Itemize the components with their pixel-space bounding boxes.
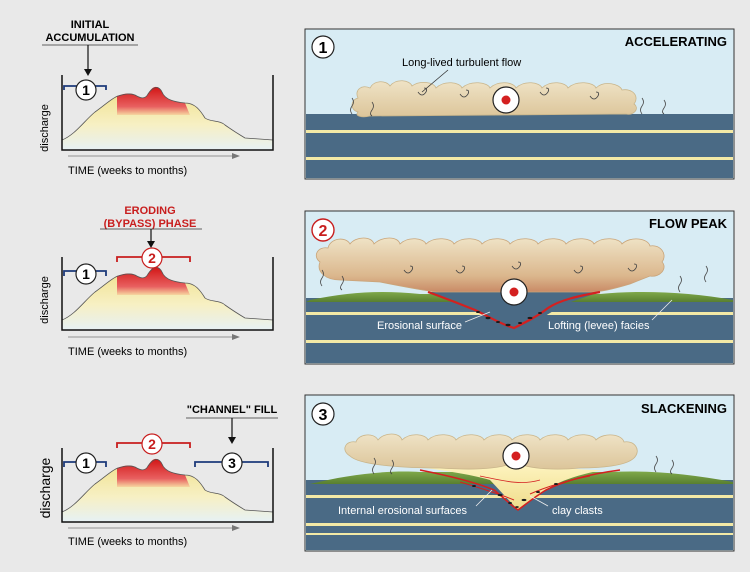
panel-1-accelerating: Long-lived turbulent flow 1 ACCELERATING: [304, 28, 735, 180]
panel3-internal-erosional-surface: [479, 475, 541, 483]
panel3-settling-arrow: [654, 455, 658, 473]
hydro2-phase1-marker: [75, 263, 97, 285]
hydro3-axes: [61, 448, 274, 523]
hydro1-header-line2: ACCUMULATION: [45, 32, 134, 44]
hydro3-discharge-area: [62, 459, 273, 522]
hydro3-phase2-label: 2: [148, 436, 156, 452]
panel2-eddy: [627, 263, 638, 272]
panel2-erosional-leader: [464, 311, 491, 323]
panel2-settling-arrow: [704, 265, 708, 283]
hydro2-peak: [117, 266, 190, 295]
hydro3-ylabel: discharge: [37, 457, 53, 518]
hydro3-phase1-label: 1: [82, 455, 90, 471]
panel1-eddy: [539, 87, 550, 96]
panel3-clay-clasts: [472, 483, 558, 508]
panel-3-slackening: Internal erosional surfaces clay clasts …: [304, 394, 735, 552]
panel2-eddy: [455, 265, 466, 274]
panel1-sand-layer-1: [306, 130, 733, 133]
panel2-title: FLOW PEAK: [649, 216, 728, 231]
hydro3-peak: [117, 458, 190, 487]
panel3-annotation-internal-surfaces: Internal erosional surfaces: [338, 505, 468, 517]
panel1-settling-arrow: [370, 101, 374, 117]
hydrograph-2: ERODING (BYPASS) PHASE 1 2 discharge TIM…: [39, 205, 274, 358]
panel2-clay-clasts: [476, 311, 542, 327]
hydro1-axes: [61, 75, 274, 151]
panel2-erosional-surface-line: [427, 290, 601, 330]
hydro2-header-line2: (BYPASS) PHASE: [104, 218, 197, 230]
panel3-settling-arrow: [390, 459, 394, 475]
hydro3-phase2-marker: [141, 433, 163, 455]
panel3-clast-leader: [529, 495, 549, 507]
panel-2-flow-peak: Erosional surface Lofting (levee) facies…: [304, 210, 735, 365]
hydro3-xlabel: TIME (weeks to months): [68, 536, 187, 548]
hydro3-phase3-marker: [221, 452, 243, 474]
panel3-waning-cloud: [344, 433, 638, 470]
hydro1-phase1-marker: [75, 79, 97, 101]
panel2-number: 2: [319, 223, 328, 240]
panel3-internal-erosional-surface: [459, 481, 515, 501]
panel1-sand-layer-2: [306, 157, 733, 160]
panel3-title: SLACKENING: [641, 401, 727, 416]
panel1-number-marker: [311, 35, 335, 59]
hydro1-peak: [117, 86, 190, 115]
panel2-settling-arrow: [320, 269, 324, 287]
hydro1-xlabel: TIME (weeks to months): [68, 165, 187, 177]
hydro1-phase1-label: 1: [82, 82, 90, 98]
hydro1-ylabel: discharge: [39, 104, 51, 152]
panel1-annotation-leader: [421, 69, 449, 93]
panel2-erosional-channel: [430, 292, 600, 328]
hydro2-header-line1: ERODING: [124, 205, 175, 217]
panel2-sand-layer-2: [306, 340, 733, 343]
hydro2-xlabel: TIME (weeks to months): [68, 346, 187, 358]
panel2-eddy: [511, 261, 522, 270]
hydro3-phase1-marker: [75, 452, 97, 474]
panel1-eddy: [589, 91, 600, 100]
panel3-number: 3: [319, 407, 328, 424]
panel1-settling-arrow: [640, 97, 644, 115]
hydro1-header-line1: INITIAL: [71, 19, 110, 31]
panel2-annotation-erosional-surface: Erosional surface: [377, 320, 462, 332]
panel1-number: 1: [319, 40, 328, 57]
panel2-turbulent-cloud: [315, 237, 665, 293]
panel1-eddy: [459, 89, 470, 98]
panel2-number-marker: [311, 218, 335, 242]
hydro2-phase2-label: 2: [148, 250, 156, 266]
panel3-internal-erosional-surface: [529, 475, 591, 495]
panel1-settling-arrow: [662, 99, 666, 115]
panel2-eddy: [403, 265, 414, 274]
hydro3-curve: [61, 459, 274, 513]
hydrograph-3: "CHANNEL" FILL 1 2 3 discharge TIME (wee…: [37, 404, 278, 548]
panel2-annotation-levee-facies: Lofting (levee) facies: [548, 320, 650, 332]
hydro3-header-line1: "CHANNEL" FILL: [187, 404, 278, 416]
hydro2-phase2-marker: [141, 247, 163, 269]
panel3-number-marker: [311, 402, 335, 426]
panel1-seabed: [306, 114, 733, 178]
panel1-settling-arrow: [350, 97, 354, 115]
hydro1-discharge-area: [62, 87, 273, 150]
panel3-settling-arrow: [670, 459, 674, 475]
hydro2-ylabel: discharge: [39, 276, 51, 324]
hydro2-phase1-label: 1: [82, 266, 90, 282]
panel1-annotation-turbulent-flow: Long-lived turbulent flow: [402, 57, 521, 69]
panel2-settling-arrow: [678, 275, 682, 293]
hydro1-curve: [61, 87, 274, 141]
panel3-sand-layer-2: [306, 523, 733, 526]
panel3-internal-leader: [475, 489, 493, 507]
panel2-eddy: [573, 265, 584, 274]
hydro2-discharge-area: [62, 267, 273, 330]
panel2-settling-arrow: [340, 275, 344, 291]
panel3-annotation-clay-clasts: clay clasts: [552, 505, 603, 517]
panel3-sand-layer-3: [306, 533, 733, 535]
panel3-channel-fill: [410, 460, 630, 510]
hydrograph-1: INITIAL ACCUMULATION 1 discharge TIME (w…: [39, 19, 274, 177]
panel1-title: ACCELERATING: [625, 34, 727, 49]
hydro2-axes: [61, 257, 274, 331]
hydro3-phase3-label: 3: [228, 455, 236, 471]
panel3-settling-arrow: [372, 457, 376, 475]
panel2-levee-leader: [651, 299, 673, 321]
